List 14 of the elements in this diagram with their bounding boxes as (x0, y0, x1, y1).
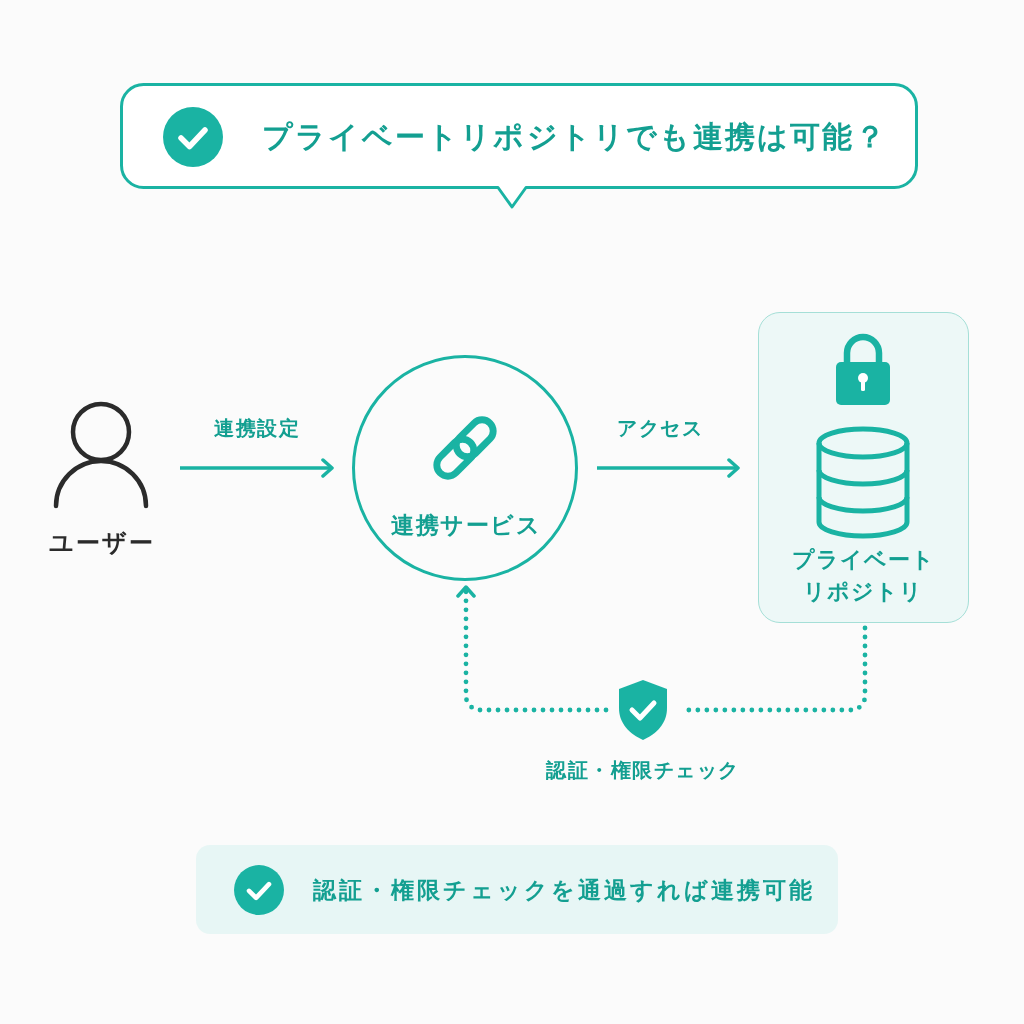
node-label: プライベートリポジトリ (790, 546, 936, 606)
note-text: 認証・権限チェックを通過すれば連携可能 (313, 875, 815, 905)
node-label: 連携サービス (391, 510, 541, 540)
node-label: ユーザー (49, 528, 155, 558)
shield-icon (618, 679, 668, 741)
speech-bubble (120, 83, 918, 210)
note-panel (196, 845, 838, 934)
question-text: プライベートリポジトリでも連携は可能？ (262, 118, 887, 156)
service-circle (352, 355, 578, 581)
repository-panel (758, 312, 969, 623)
arrow (597, 458, 740, 478)
node-caption: 認証・権限チェック (546, 757, 740, 783)
dotted-arrow (456, 584, 609, 713)
arrow (180, 458, 334, 478)
